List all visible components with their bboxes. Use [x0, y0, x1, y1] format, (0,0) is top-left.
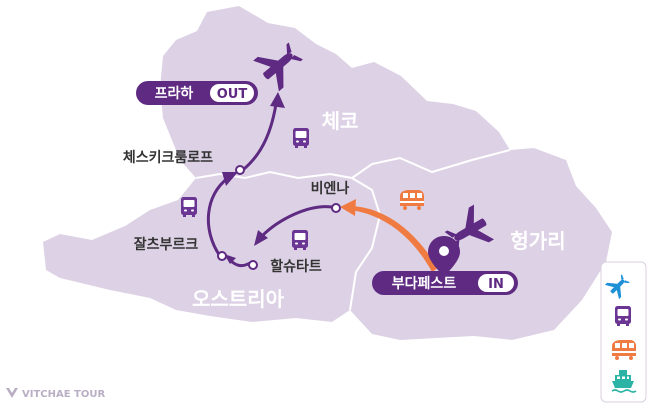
city-point-cesky-krumlov [235, 165, 245, 175]
austria-hungary-border [349, 177, 382, 311]
city-label-vienna: 비엔나 [311, 180, 350, 197]
country-label-austria: 오스트리아 [192, 287, 285, 311]
pin-icon [428, 236, 460, 276]
czech-hungary-border [351, 149, 511, 179]
route-arrowhead [222, 172, 238, 186]
city-label-cesky-krumlov: 체스키크룸로프 [123, 150, 213, 166]
badge-prague: 프라하 OUT [136, 81, 258, 105]
route-cesky-to-prague [243, 103, 278, 171]
badge-prague-city: 프라하 [155, 85, 194, 102]
watermark: VITCHAE TOUR [6, 388, 105, 400]
hungary-region [350, 148, 612, 340]
czech-region [160, 6, 510, 178]
route-arrowhead [224, 254, 236, 264]
route-vienna-to-hallstatt [260, 205, 333, 238]
country-label-czech: 체코 [322, 109, 359, 133]
route-arrowhead [270, 92, 285, 108]
watermark-text: VITCHAE TOUR [22, 389, 105, 400]
austria-region [43, 172, 380, 322]
logo-icon [6, 388, 18, 398]
city-label-salzkammergut: 잘츠부르크 [134, 237, 199, 253]
bus-icon [293, 128, 309, 148]
bus-icon [181, 197, 197, 217]
country-label-hungary: 헝가리 [510, 229, 565, 253]
city-point-vienna [331, 203, 341, 213]
legend [600, 261, 647, 403]
badge-prague-tag: OUT [217, 87, 248, 102]
bus-icon [615, 306, 631, 326]
badge-budapest: 부다페스트 IN [372, 271, 518, 295]
city-point-hallstatt [248, 260, 258, 270]
badge-budapest-city: 부다페스트 [392, 276, 457, 292]
route-arrowhead [340, 199, 356, 216]
route-salzkammergut-to-cesky [206, 176, 229, 257]
badge-budapest-tag: IN [488, 277, 504, 292]
czech-austria-border [195, 170, 353, 180]
city-label-hallstatt: 할슈타트 [270, 258, 322, 275]
bus-icon [292, 230, 308, 250]
route-arrowhead [254, 230, 268, 246]
city-point-salzkammergut [217, 251, 227, 261]
route-budapest-to-vienna [350, 206, 438, 272]
